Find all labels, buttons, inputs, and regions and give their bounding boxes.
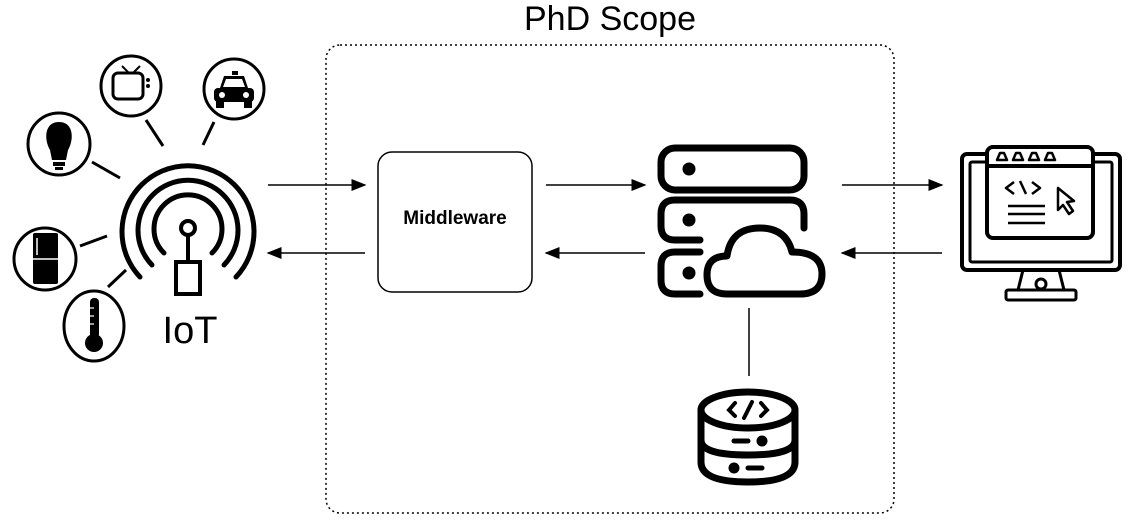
fridge-icon (12, 226, 78, 292)
iot-antenna-icon (119, 163, 257, 296)
middleware-box (377, 151, 533, 293)
cloud-server-icon (657, 144, 826, 298)
thermometer-icon (62, 289, 126, 363)
fridge-link (79, 234, 108, 248)
code-database-icon (697, 388, 799, 486)
bulb-link (91, 160, 121, 180)
iot-label: IoT (162, 310, 218, 352)
phd-scope-title: PhD Scope (524, 0, 696, 38)
phd-scope-boundary (325, 44, 895, 514)
tv-link (144, 119, 165, 147)
tv-icon (99, 54, 163, 118)
thermo-link (106, 268, 128, 289)
lightbulb-icon (26, 111, 92, 177)
car-icon (202, 57, 266, 121)
car-link (201, 121, 216, 146)
web-app-monitor-icon (960, 145, 1122, 302)
middleware-label: Middleware (403, 208, 507, 229)
